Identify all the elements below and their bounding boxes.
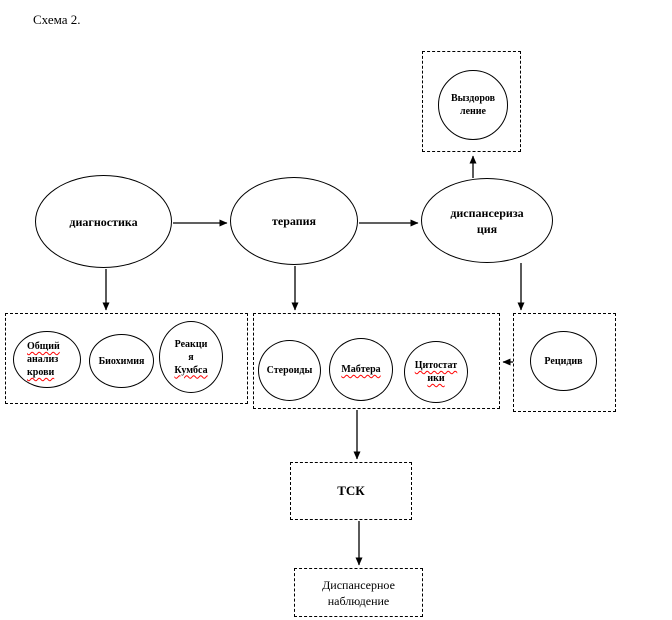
node-cbc-label-line3: крови (27, 367, 55, 378)
node-biochemistry: Биохимия (89, 334, 154, 388)
node-recovery-label-line2: ление (459, 106, 486, 117)
node-dispensary-label-line2: ция (476, 221, 498, 236)
node-mabthera-label: Мабтера (341, 364, 381, 375)
node-therapy-label: терапия (271, 214, 317, 228)
node-coombs-label-line3: Кумбса (174, 364, 208, 376)
tsk-box: ТСК (290, 462, 412, 520)
node-diagnostics: диагностика (35, 175, 172, 268)
node-coombs: Реакци я Кумбса (159, 321, 223, 393)
node-coombs-label-line2: я (188, 351, 194, 363)
diagnostics-group-box: Общий анализ крови Биохимия Реакци я Кум… (5, 313, 248, 404)
therapy-group-box: Стероиды Мабтера Цитостат ики (253, 313, 500, 409)
tsk-box-label: ТСК (337, 483, 365, 498)
followup-box: Диспансерное наблюдение (294, 568, 423, 617)
node-dispensary-label-line1: диспансериза (450, 205, 524, 220)
node-steroids-label: Стероиды (266, 365, 313, 376)
node-cytostatics: Цитостат ики (404, 341, 468, 403)
relapse-group-box: Рецидив (513, 313, 616, 412)
node-cbc-label-line2: анализ (27, 354, 59, 365)
node-cytostatics-label-line2: ики (427, 373, 445, 384)
diagram-title: Схема 2. (33, 12, 81, 27)
followup-box-label-line1: Диспансерное (322, 577, 395, 592)
node-relapse: Рецидив (530, 331, 597, 391)
node-recovery-label-line1: Выздоров (450, 93, 496, 104)
node-cbc: Общий анализ крови (13, 331, 81, 388)
followup-box-label-line2: наблюдение (327, 593, 390, 608)
node-diagnostics-label: диагностика (69, 214, 138, 229)
node-biochemistry-label: Биохимия (98, 355, 145, 367)
node-recovery: Выздоров ление (438, 70, 508, 140)
node-therapy: терапия (230, 177, 358, 265)
node-mabthera: Мабтера (329, 338, 393, 401)
node-dispensary: диспансериза ция (421, 178, 553, 263)
node-cytostatics-label-line1: Цитостат (414, 360, 458, 371)
node-steroids: Стероиды (258, 340, 321, 401)
node-coombs-label-line1: Реакци (174, 338, 208, 350)
recovery-group-box: Выздоров ление (422, 51, 521, 152)
node-relapse-label: Рецидив (544, 355, 583, 367)
node-cbc-label-line1: Общий (27, 341, 60, 352)
